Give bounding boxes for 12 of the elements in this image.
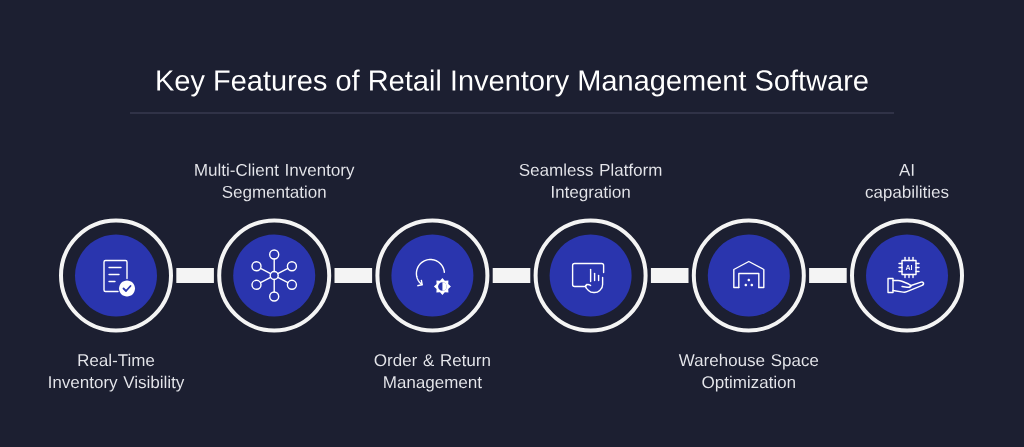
feature-label: Multi-Client Inventory Segmentation	[195, 163, 355, 202]
feature-label: Seamless Platform Integration	[519, 163, 662, 202]
title: Key Features of Retail Inventory Management Software	[157, 69, 868, 97]
connector-bar	[176, 268, 214, 283]
feature-label: Warehouse Space Optimization	[678, 353, 819, 392]
feature-label: Order & Return Management	[374, 353, 490, 392]
connector-bar	[650, 268, 689, 283]
feature-label: AI capabilities	[865, 164, 949, 202]
feature-label: Real-Time Inventory Visibility	[49, 353, 185, 392]
connector-bar	[809, 268, 847, 283]
connector-bar	[492, 268, 531, 283]
connector-bar	[334, 268, 373, 283]
